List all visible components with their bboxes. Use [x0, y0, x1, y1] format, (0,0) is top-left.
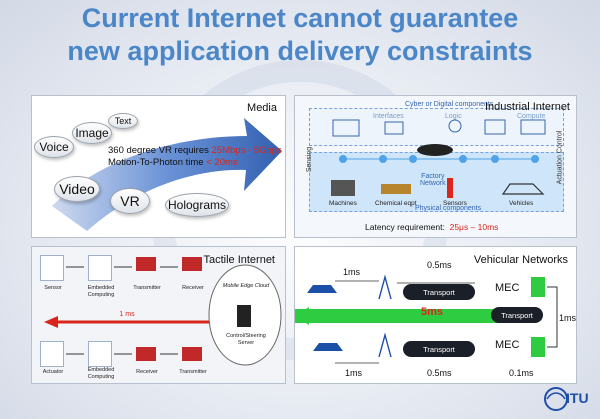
node-sensors: Sensors — [443, 200, 467, 207]
itu-logo-icon — [544, 387, 568, 411]
embedded-computing-bottom-box — [88, 341, 112, 367]
tactile-title: Tactile Internet — [203, 254, 275, 266]
tactile-latency-label: 1 ms — [119, 311, 135, 318]
right-latency: 1ms — [559, 313, 577, 323]
sensing-label: Sensing — [306, 146, 314, 173]
vehicular-panel: Vehicular Networks 1ms 0.5ms Transport M… — [294, 246, 577, 384]
node-vehicles: Vehicles — [509, 200, 534, 207]
embedded-computing-top-box — [88, 255, 112, 281]
industrial-graphic — [331, 119, 546, 198]
vehicular-title: Vehicular Networks — [473, 254, 568, 266]
bubble-vr: VR — [110, 188, 150, 214]
tactile-panel: Tactile Internet Sensor Embedded Computi… — [31, 246, 286, 384]
itu-logo: ITU — [542, 382, 592, 416]
media-title: Media — [247, 102, 277, 114]
center-latency: 5ms — [421, 306, 444, 318]
sensor-box — [40, 255, 64, 281]
vehicular-graphic — [295, 274, 558, 364]
media-panel: Media Voice Image Text Video VR Hologram… — [31, 95, 286, 238]
node-chemical: Chemical eqpt — [375, 200, 417, 207]
bubble-video: Video — [54, 176, 100, 202]
tactile-graphic — [44, 257, 282, 366]
title-line-2: new application delivery constraints — [67, 36, 533, 66]
latency-requirement: Latency requirement: 25μs – 10ms — [365, 222, 499, 232]
tactile-label-transmitter-bottom: Transmitter — [179, 369, 207, 375]
bubble-holograms: Holograms — [165, 193, 229, 217]
top-left-latency: 1ms — [343, 267, 361, 277]
tactile-label-embedded-top: Embedded Computing — [87, 285, 115, 298]
tactile-label-embedded-bottom: Embedded Computing — [87, 367, 115, 380]
physical-label: Physical components — [415, 205, 482, 212]
tactile-label-receiver-top: Receiver — [182, 285, 204, 291]
node-machines: Machines — [329, 200, 357, 207]
mobile-edge-cloud-label: Mobile Edge Cloud — [222, 283, 270, 289]
bottom-right-latency: 0.1ms — [509, 368, 534, 378]
transport-right-pill: Transport — [491, 307, 543, 323]
mec-bottom: MEC — [495, 339, 520, 351]
vr-requirement: 360 degree VR requires 25Mbps - 5Gbps Mo… — [108, 145, 282, 168]
mec-top: MEC — [495, 282, 520, 294]
tactile-label-actuator: Actuator — [42, 369, 64, 375]
cyber-label: Cyber or Digital components — [405, 101, 494, 108]
compute-label: Compute — [517, 113, 546, 120]
bubble-text: Text — [108, 113, 138, 129]
tactile-label-transmitter-top: Transmitter — [133, 285, 161, 291]
title-line-1: Current Internet cannot guarantee — [81, 3, 519, 33]
factory-network-label: Factory Network — [420, 173, 446, 187]
tactile-label-receiver-bottom: Receiver — [136, 369, 158, 375]
bottom-left-latency: 1ms — [345, 368, 363, 378]
transport-bottom-pill: Transport — [403, 341, 475, 357]
media-arrow-graphic — [52, 118, 282, 231]
itu-logo-text: ITU — [566, 390, 589, 406]
actuator-box — [40, 341, 64, 367]
industrial-panel: Cyber or Digital components Industrial I… — [294, 95, 577, 238]
bubble-image: Image — [72, 122, 112, 144]
industrial-title: Industrial Internet — [485, 101, 570, 113]
tactile-label-sensor: Sensor — [44, 285, 62, 291]
control-server-label: Control/Steering Server — [226, 333, 266, 346]
slide-title: Current Internet cannot guarantee new ap… — [0, 2, 600, 68]
transport-top-pill: Transport — [403, 284, 475, 300]
bottom-mid-latency: 0.5ms — [427, 368, 452, 378]
logic-label: Logic — [445, 113, 462, 120]
interfaces-label: Interfaces — [373, 113, 404, 120]
bubble-voice: Voice — [34, 136, 74, 158]
actuation-label: Actuation Control — [556, 130, 564, 185]
top-mid-latency: 0.5ms — [427, 260, 452, 270]
